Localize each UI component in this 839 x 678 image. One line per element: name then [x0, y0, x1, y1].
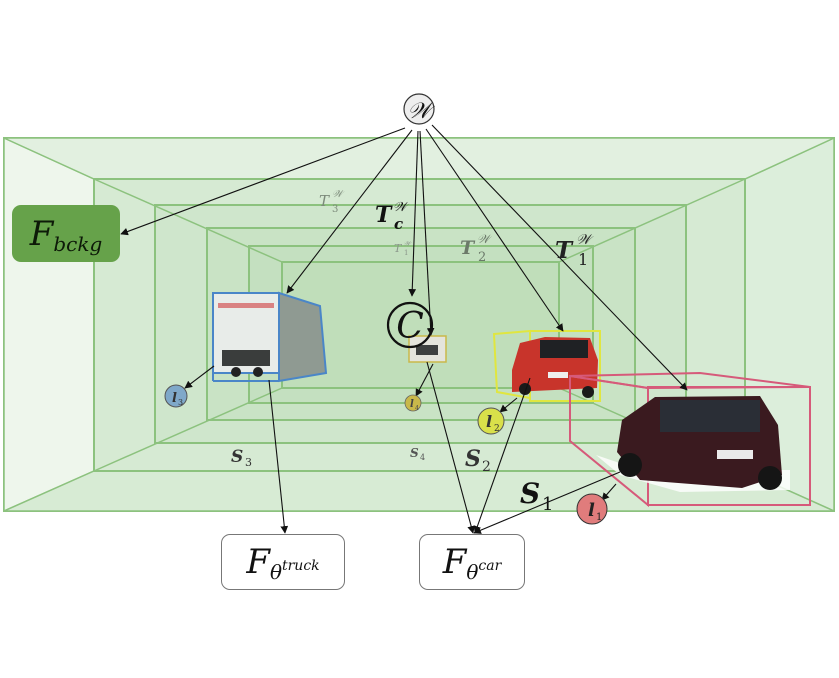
latent-4-sub: 4 [415, 405, 419, 412]
transform-4-symbol: T [394, 242, 403, 255]
scale-1-sub: 1 [542, 494, 553, 515]
truck-function-symbol: F [246, 542, 270, 582]
transform-4-sub: 1 [404, 249, 408, 257]
transform-1-sup: 𝒲 [576, 232, 594, 248]
transform-camera-sub: c [394, 215, 403, 233]
scale-3-label: S 3 [231, 447, 252, 469]
transform-2-sup: 𝒲 [477, 232, 493, 246]
car-function-subsub: car [478, 558, 502, 574]
latent-2-symbol: l [486, 412, 492, 431]
scale-1-label: S 1 [520, 477, 553, 515]
latent-2-sub: 2 [494, 424, 500, 434]
transform-3-symbol: T [319, 192, 330, 210]
car-function-sub: θ [466, 560, 479, 584]
truck-function-subsub: truck [281, 558, 320, 574]
foreground-car-object [569, 371, 811, 508]
latent-1-symbol: l [588, 500, 595, 521]
transform-3-label: T 𝒲 3 [319, 189, 345, 215]
transform-2-symbol: T [460, 237, 476, 259]
camera-node: C [386, 301, 434, 349]
transform-2-sub: 2 [478, 250, 486, 265]
latent-node-2: l 2 [477, 407, 505, 435]
truck-function-sub: θ [269, 560, 282, 584]
scale-2-symbol: S [465, 446, 481, 472]
scale-2-sub: 2 [482, 459, 491, 475]
latent-3-symbol: l [172, 391, 177, 406]
latent-node-4: l 4 [404, 394, 422, 412]
truck-object [212, 291, 328, 383]
transform-camera-symbol: T [375, 202, 393, 228]
scale-4-symbol: S [410, 446, 419, 460]
scale-4-label: S 4 [410, 446, 425, 462]
transform-4-sup: 𝒲 [403, 240, 412, 248]
scale-2-label: S 2 [465, 446, 491, 475]
background-function-sub: bckg [53, 231, 103, 256]
latent-4-symbol: l [410, 399, 414, 410]
latent-node-1: l 1 [576, 493, 608, 525]
car-function-symbol: F [442, 542, 467, 582]
transform-1-label: T 𝒲 1 [555, 232, 594, 269]
world-node: 𝒲 [403, 93, 435, 125]
scale-3-sub: 3 [245, 456, 252, 469]
scale-4-sub: 4 [420, 453, 425, 462]
latent-node-3: l 3 [164, 384, 188, 408]
transform-camera-label: T 𝒲 c [375, 200, 410, 233]
transform-3-sup: 𝒲 [332, 189, 345, 200]
transform-4-label: T 𝒲 1 [394, 240, 412, 257]
latent-1-sub: 1 [596, 512, 602, 523]
scale-3-symbol: S [231, 447, 243, 467]
transform-1-symbol: T [555, 237, 574, 264]
scale-1-symbol: S [520, 477, 540, 510]
transform-1-sub: 1 [578, 250, 588, 269]
graph-edges [120, 124, 688, 534]
transform-camera-sup: 𝒲 [393, 200, 410, 215]
transform-2-label: T 𝒲 2 [460, 232, 493, 265]
background-function-symbol: F [29, 213, 54, 254]
camera-node-label: C [396, 306, 424, 347]
distant-car-object [408, 335, 447, 363]
latent-3-sub: 3 [178, 398, 183, 407]
transform-3-sub: 3 [332, 204, 338, 215]
middle-car-object [492, 329, 601, 402]
